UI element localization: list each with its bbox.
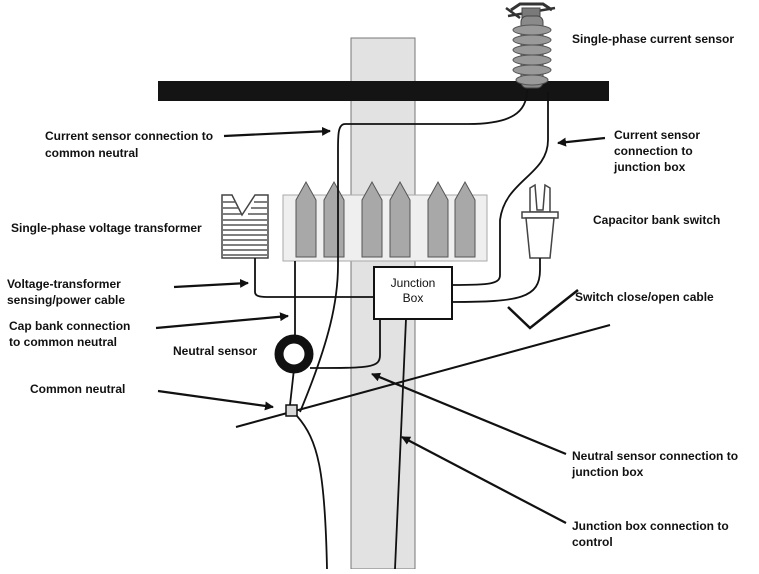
label-ns-to-jbox-line2: junction box [572, 465, 644, 479]
neutral-sensor-icon [274, 334, 314, 374]
capacitor-bushings [295, 180, 476, 258]
label-switch-cable: Switch close/open cable [575, 290, 714, 304]
label-cs-to-jbox-line2: connection to [614, 144, 693, 158]
arrow-jbox-to-control [401, 436, 567, 524]
junction-box-label: Junction Box [374, 276, 452, 306]
wires [254, 89, 549, 570]
arrow-cap-neutral [155, 312, 289, 330]
arrow-cs-to-jbox [557, 136, 606, 147]
capacitor-bank [282, 194, 488, 262]
label-cs-to-neutral-line1: Current sensor connection to [45, 129, 214, 143]
label-current-sensor: Single-phase current sensor [572, 32, 735, 46]
label-common-neutral: Common neutral [30, 382, 126, 396]
label-capacitor-switch: Capacitor bank switch [593, 213, 721, 227]
capacitor-switch-icon [521, 183, 559, 259]
crossarm [158, 81, 609, 101]
junction-box-label-line2: Box [402, 291, 424, 305]
arrow-ns-to-jbox [371, 372, 567, 456]
label-ns-to-jbox-line1: Neutral sensor connection to [572, 449, 739, 463]
junction-box-label-line1: Junction [390, 276, 436, 290]
label-neutral-sensor: Neutral sensor [173, 344, 258, 358]
arrow-cs-to-neutral [223, 126, 331, 138]
label-cap-neutral-line2: to common neutral [9, 335, 118, 349]
switch-cable-checkmark [507, 289, 579, 330]
arrow-common-neutral [157, 389, 274, 411]
current-sensor-icon [505, 2, 556, 89]
label-cs-to-jbox-line3: junction box [614, 160, 686, 174]
label-vt-cable-line1: Voltage-transformer [7, 277, 121, 291]
arrow-vt-cable [173, 278, 249, 289]
label-jbox-to-control-line1: Junction box connection to [572, 519, 729, 533]
neutral-connector [285, 404, 298, 417]
junction-box [373, 266, 453, 320]
common-neutral-line [235, 324, 611, 428]
label-jbox-to-control-line2: control [572, 535, 613, 549]
label-voltage-transformer: Single-phase voltage transformer [11, 221, 202, 235]
voltage-transformer-icon [221, 194, 269, 259]
label-cs-to-neutral-line2: common neutral [45, 146, 139, 160]
label-cap-neutral-line1: Cap bank connection [9, 319, 131, 333]
label-cs-to-jbox-line1: Current sensor [614, 128, 701, 142]
label-vt-cable-line2: sensing/power cable [7, 293, 126, 307]
